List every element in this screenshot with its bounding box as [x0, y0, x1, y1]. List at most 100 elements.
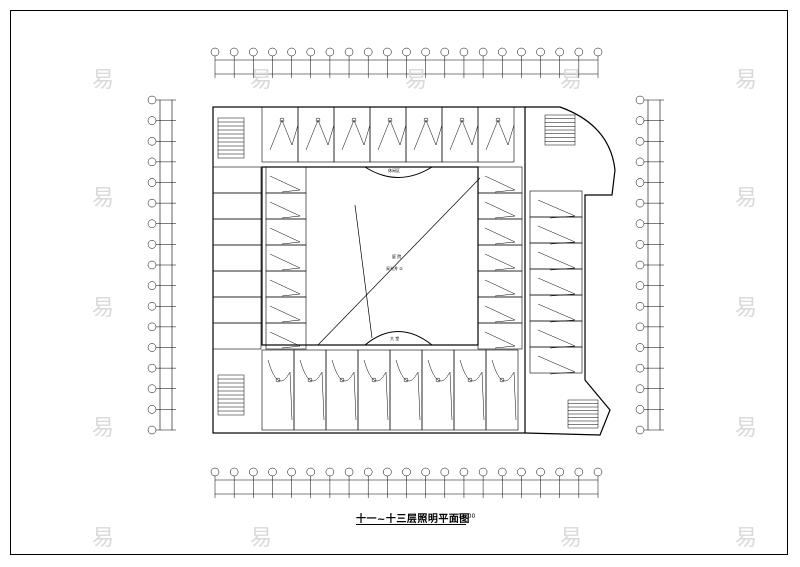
bottom-dim-axis-bubble	[363, 467, 373, 477]
watermark-char: 易	[92, 68, 115, 93]
room	[477, 296, 523, 324]
room	[212, 218, 262, 246]
bottom-dim-axis-bubble	[517, 467, 526, 477]
left-dim-axis-bubble	[147, 405, 157, 414]
room	[265, 244, 307, 272]
wire-run	[537, 355, 576, 375]
room	[265, 218, 307, 246]
watermark-char: 易	[735, 416, 758, 441]
bottom-dim-axis-bubble	[325, 467, 335, 477]
left-dim-axis-bubble	[147, 322, 157, 332]
stair-left-top	[217, 117, 245, 159]
right-dim-axis-bubble	[635, 137, 645, 146]
bottom-dim-axis-bubble	[574, 467, 584, 477]
top-dim-axis-bubble	[574, 47, 584, 57]
light-fixture	[387, 117, 393, 123]
room	[212, 166, 262, 194]
top-dim-axis-bubble	[383, 47, 392, 57]
bottom-dim-axis-bubble	[421, 467, 430, 477]
courtyard-diagonals	[317, 177, 481, 346]
light-fixture	[495, 117, 501, 123]
wire-run	[537, 225, 576, 245]
bottom-dim-axis-bubble	[498, 467, 507, 477]
right-dim-axis-bubble	[635, 322, 645, 332]
bottom-arc-feature	[364, 331, 433, 346]
bottom-dim-axis-bubble	[344, 467, 354, 477]
right-dim-axis-bubble	[635, 425, 645, 435]
bottom-dim-axis-bubble	[440, 467, 450, 477]
room	[529, 320, 583, 348]
drawing-scale: 1:100	[458, 513, 476, 520]
bottom-dim-axis-bubble	[593, 467, 603, 477]
right-dim-axis-bubble	[635, 363, 645, 373]
stair-left-bottom	[217, 374, 245, 416]
room	[297, 106, 335, 163]
left-dim-axis-bubble	[147, 240, 157, 249]
room	[212, 270, 262, 298]
light-fixture	[315, 117, 321, 123]
room	[369, 106, 407, 163]
watermark-char: 易	[92, 526, 115, 551]
watermark-char: 易	[92, 296, 115, 321]
room	[212, 322, 262, 350]
top-dim-axis-bubble	[593, 47, 603, 57]
wire-run	[395, 359, 421, 421]
bottom-arc-label: 大 堂	[390, 335, 399, 341]
title-block: 十一~十三层照明平面图 1:100	[356, 510, 496, 526]
wire-run	[341, 119, 371, 151]
bottom-dim-axis-bubble	[402, 467, 411, 477]
wire-run	[485, 119, 515, 151]
top-dim-axis-bubble	[268, 47, 277, 57]
wire-run	[269, 227, 301, 245]
wire-run	[427, 359, 453, 421]
right-dim-axis-bubble	[635, 281, 645, 290]
top-dim-axis-bubble	[210, 47, 220, 57]
room	[261, 349, 295, 431]
title-underline	[356, 524, 466, 525]
right-dim-axis-bubble	[635, 260, 645, 270]
top-dim-axis-bubble	[517, 47, 526, 57]
room	[265, 270, 307, 298]
light-fixture	[499, 377, 505, 383]
wire-run	[331, 359, 357, 421]
room	[325, 349, 359, 431]
stair-right-top	[544, 114, 576, 146]
wire-run	[377, 119, 407, 151]
top-dim-axis-bubble	[459, 47, 469, 57]
stair-right-bottom	[567, 399, 599, 429]
bottom-dim-axis-bubble	[210, 467, 220, 477]
watermark-char: 易	[735, 68, 758, 93]
room	[477, 244, 523, 272]
left-dim-axis-bubble	[147, 157, 157, 167]
wire-run	[269, 305, 301, 323]
room	[212, 296, 262, 324]
room	[265, 322, 307, 350]
room	[477, 270, 523, 298]
left-dim-axis-bubble	[147, 137, 157, 146]
light-fixture	[279, 117, 285, 123]
wire-run	[269, 253, 301, 271]
right-dim-axis-bubble	[635, 178, 645, 187]
wire-run	[269, 201, 301, 219]
sheet-border	[10, 10, 788, 555]
right-dim-axis-bubble	[635, 384, 645, 393]
left-dimension-lines	[147, 95, 176, 435]
top-dim-axis-bubble	[440, 47, 450, 57]
bottom-dim-axis-bubble	[536, 467, 545, 477]
bottom-dim-axis-bubble	[383, 467, 392, 477]
drawing-title: 十一~十三层照明平面图	[356, 514, 470, 525]
left-dim-axis-bubble	[147, 219, 157, 228]
wire-run	[269, 175, 301, 193]
wire-run	[269, 119, 299, 151]
bottom-dimension-lines	[210, 467, 603, 498]
left-dim-axis-bubble	[147, 178, 157, 187]
room	[477, 166, 523, 194]
room	[441, 106, 479, 163]
top-dim-axis-bubble	[555, 47, 564, 57]
top-dim-axis-bubble	[344, 47, 354, 57]
top-dim-axis-bubble	[249, 47, 258, 57]
right-dim-axis-bubble	[635, 157, 645, 167]
wire-run	[363, 359, 389, 421]
